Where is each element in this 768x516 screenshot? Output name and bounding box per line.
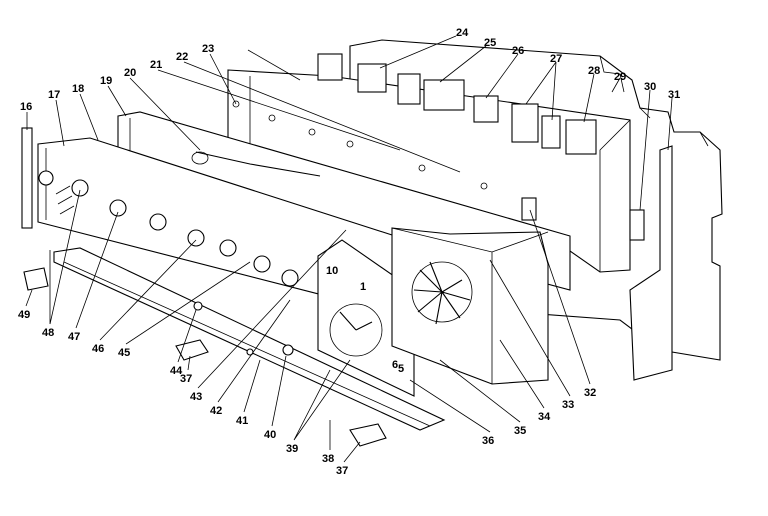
clock-num: 10 xyxy=(326,265,338,277)
callout-46: 46 xyxy=(92,343,104,355)
callout-20: 20 xyxy=(124,67,136,79)
callout-31: 31 xyxy=(668,89,680,101)
callout-39: 39 xyxy=(286,443,298,455)
callout-18: 18 xyxy=(72,83,84,95)
callout-49: 49 xyxy=(18,309,30,321)
callout-30: 30 xyxy=(644,81,656,93)
callout-26: 26 xyxy=(512,45,524,57)
callout-38: 38 xyxy=(322,453,334,465)
clock-housing xyxy=(391,227,549,385)
callout-24: 24 xyxy=(456,27,469,39)
callout-42: 42 xyxy=(210,405,222,417)
callout-17: 17 xyxy=(48,89,60,101)
callout-40: 40 xyxy=(264,429,276,441)
callout-41: 41 xyxy=(236,415,248,427)
callout-48: 48 xyxy=(42,327,54,339)
callout-47: 47 xyxy=(68,331,80,343)
bracket xyxy=(521,197,537,221)
clock-num: 6 xyxy=(392,359,398,371)
lower-trim xyxy=(53,247,446,431)
callout-37: 37 xyxy=(336,465,348,477)
callout-43: 43 xyxy=(190,391,202,403)
callout-29: 29 xyxy=(614,71,626,83)
switch-blocks xyxy=(317,53,597,155)
callout-19: 19 xyxy=(100,75,112,87)
callout-16: 16 xyxy=(20,101,32,113)
callout-44: 44 xyxy=(170,365,183,377)
left-end-trim xyxy=(21,127,33,229)
callout-22: 22 xyxy=(176,51,188,63)
callout-36: 36 xyxy=(482,435,494,447)
bracket xyxy=(629,209,645,241)
callout-35: 35 xyxy=(514,425,526,437)
knob-row xyxy=(38,170,299,287)
callout-45: 45 xyxy=(118,347,130,359)
callout-28: 28 xyxy=(588,65,600,77)
leader-lines xyxy=(25,35,673,463)
callout-33: 33 xyxy=(562,399,574,411)
right-end-trim xyxy=(629,145,673,381)
callout-25: 25 xyxy=(484,37,496,49)
callout-27: 27 xyxy=(550,53,562,65)
clock-num: 1 xyxy=(360,281,366,293)
clock-num: 5 xyxy=(398,363,404,375)
callout-34: 34 xyxy=(538,411,551,423)
callout-32: 32 xyxy=(584,387,596,399)
callout-21: 21 xyxy=(150,59,162,71)
callout-labels: 16 17 18 19 20 21 22 23 24 25 26 27 28 2… xyxy=(18,27,680,477)
callout-37: 37 xyxy=(180,373,192,385)
callout-23: 23 xyxy=(202,43,214,55)
